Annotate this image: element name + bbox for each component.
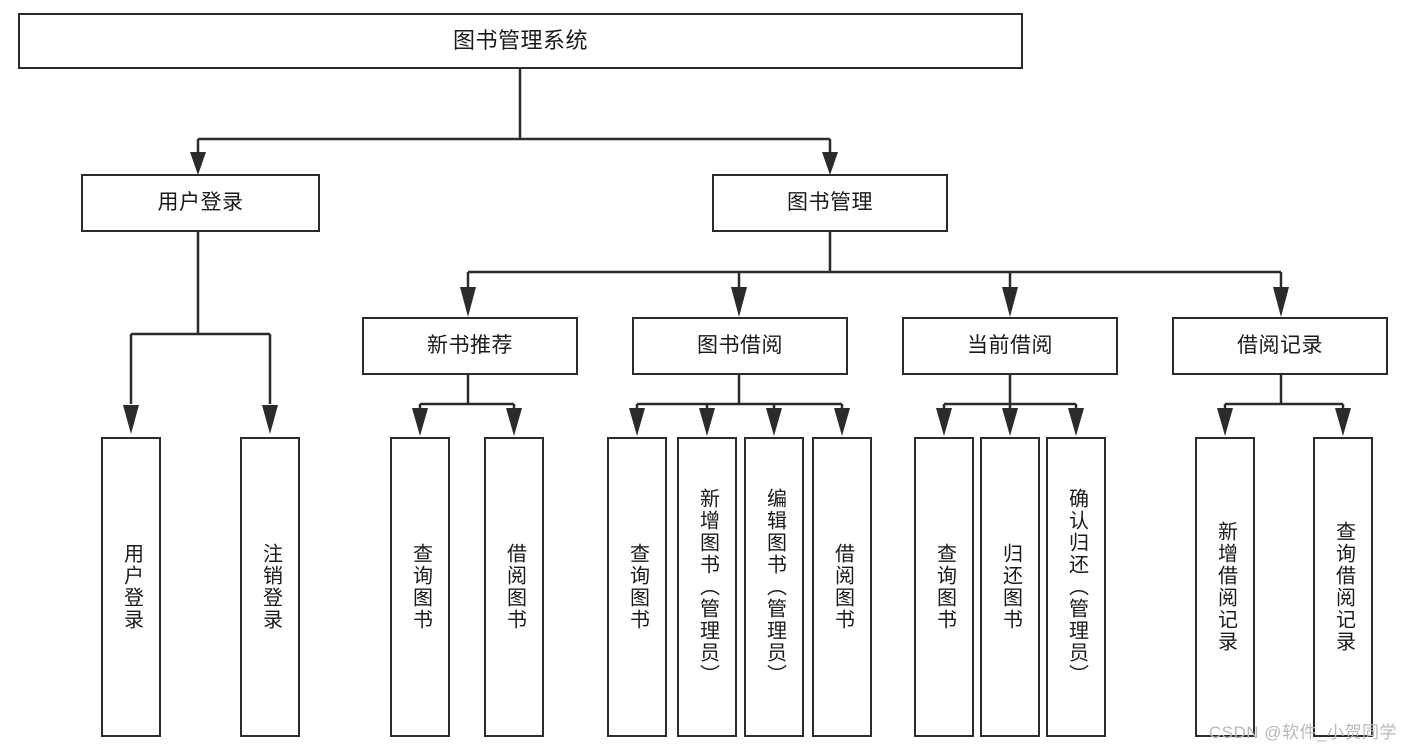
arrow-bb-leaf-1 bbox=[629, 408, 645, 436]
leaf-label: 查询图书 bbox=[409, 543, 432, 631]
leaf-label: 归还图书 bbox=[999, 543, 1022, 631]
leaf-new-book-query[interactable]: 查询图书 bbox=[390, 437, 450, 737]
leaf-label: 编辑图书（管理员） bbox=[763, 488, 786, 686]
leaf-user-login-signout[interactable]: 注销登录 bbox=[240, 437, 300, 737]
node-new-book-recommend-label: 新书推荐 bbox=[427, 333, 513, 357]
leaf-current-borrow-return[interactable]: 归还图书 bbox=[980, 437, 1040, 737]
node-borrow-record[interactable]: 借阅记录 bbox=[1172, 317, 1388, 375]
leaf-user-login-signin[interactable]: 用户登录 bbox=[101, 437, 161, 737]
leaf-label: 新增图书（管理员） bbox=[696, 488, 719, 686]
csdn-watermark: CSDN @软件_小贺同学 bbox=[1208, 723, 1397, 742]
arrow-cb-leaf-2 bbox=[1002, 408, 1018, 436]
node-user-login-label: 用户登录 bbox=[157, 190, 244, 214]
arrow-nb-leaf-2 bbox=[506, 408, 522, 436]
leaf-label: 借阅图书 bbox=[831, 543, 854, 631]
leaf-book-borrow-add[interactable]: 新增图书（管理员） bbox=[677, 437, 737, 737]
node-root-system[interactable]: 图书管理系统 bbox=[18, 13, 1023, 69]
node-current-borrow[interactable]: 当前借阅 bbox=[902, 317, 1118, 375]
node-book-management[interactable]: 图书管理 bbox=[712, 174, 948, 232]
arrow-user-login bbox=[190, 152, 206, 175]
leaf-label: 确认归还（管理员） bbox=[1065, 488, 1088, 686]
arrow-book-manage bbox=[822, 152, 838, 175]
arrow-bb-leaf-3 bbox=[766, 408, 782, 436]
arrow-ul-leaf-1 bbox=[123, 405, 139, 434]
leaf-current-borrow-query[interactable]: 查询图书 bbox=[914, 437, 974, 737]
node-current-borrow-label: 当前借阅 bbox=[967, 333, 1053, 357]
leaf-book-borrow-borrow[interactable]: 借阅图书 bbox=[812, 437, 872, 737]
arrow-new-book bbox=[460, 287, 476, 317]
arrow-book-borrow bbox=[731, 287, 747, 317]
node-root-label: 图书管理系统 bbox=[452, 28, 588, 54]
arrow-nb-leaf-1 bbox=[412, 408, 428, 436]
node-borrow-record-label: 借阅记录 bbox=[1237, 333, 1323, 357]
leaf-label: 查询图书 bbox=[933, 543, 956, 631]
arrow-cb-leaf-3 bbox=[1068, 408, 1084, 436]
arrow-borrow-record bbox=[1273, 287, 1289, 317]
leaf-book-borrow-edit[interactable]: 编辑图书（管理员） bbox=[744, 437, 804, 737]
node-user-login[interactable]: 用户登录 bbox=[81, 174, 320, 232]
leaf-label: 注销登录 bbox=[259, 543, 282, 631]
leaf-label: 新增借阅记录 bbox=[1214, 521, 1237, 653]
leaf-label: 用户登录 bbox=[120, 543, 143, 631]
leaf-label: 查询图书 bbox=[626, 543, 649, 631]
arrow-bb-leaf-4 bbox=[834, 408, 850, 436]
node-book-management-label: 图书管理 bbox=[787, 190, 873, 214]
leaf-label: 借阅图书 bbox=[503, 543, 526, 631]
leaf-borrow-record-query[interactable]: 查询借阅记录 bbox=[1313, 437, 1373, 737]
node-book-borrow[interactable]: 图书借阅 bbox=[632, 317, 848, 375]
arrow-br-leaf-2 bbox=[1335, 408, 1351, 436]
arrow-ul-leaf-2 bbox=[262, 405, 278, 434]
arrow-br-leaf-1 bbox=[1217, 408, 1233, 436]
leaf-new-book-borrow[interactable]: 借阅图书 bbox=[484, 437, 544, 737]
node-new-book-recommend[interactable]: 新书推荐 bbox=[362, 317, 578, 375]
node-book-borrow-label: 图书借阅 bbox=[697, 333, 783, 357]
arrow-cb-leaf-1 bbox=[936, 408, 952, 436]
leaf-book-borrow-query[interactable]: 查询图书 bbox=[607, 437, 667, 737]
arrow-bb-leaf-2 bbox=[699, 408, 715, 436]
arrow-current-borrow bbox=[1002, 287, 1018, 317]
leaf-label: 查询借阅记录 bbox=[1332, 521, 1355, 653]
leaf-borrow-record-add[interactable]: 新增借阅记录 bbox=[1195, 437, 1255, 737]
leaf-current-borrow-confirm[interactable]: 确认归还（管理员） bbox=[1046, 437, 1106, 737]
